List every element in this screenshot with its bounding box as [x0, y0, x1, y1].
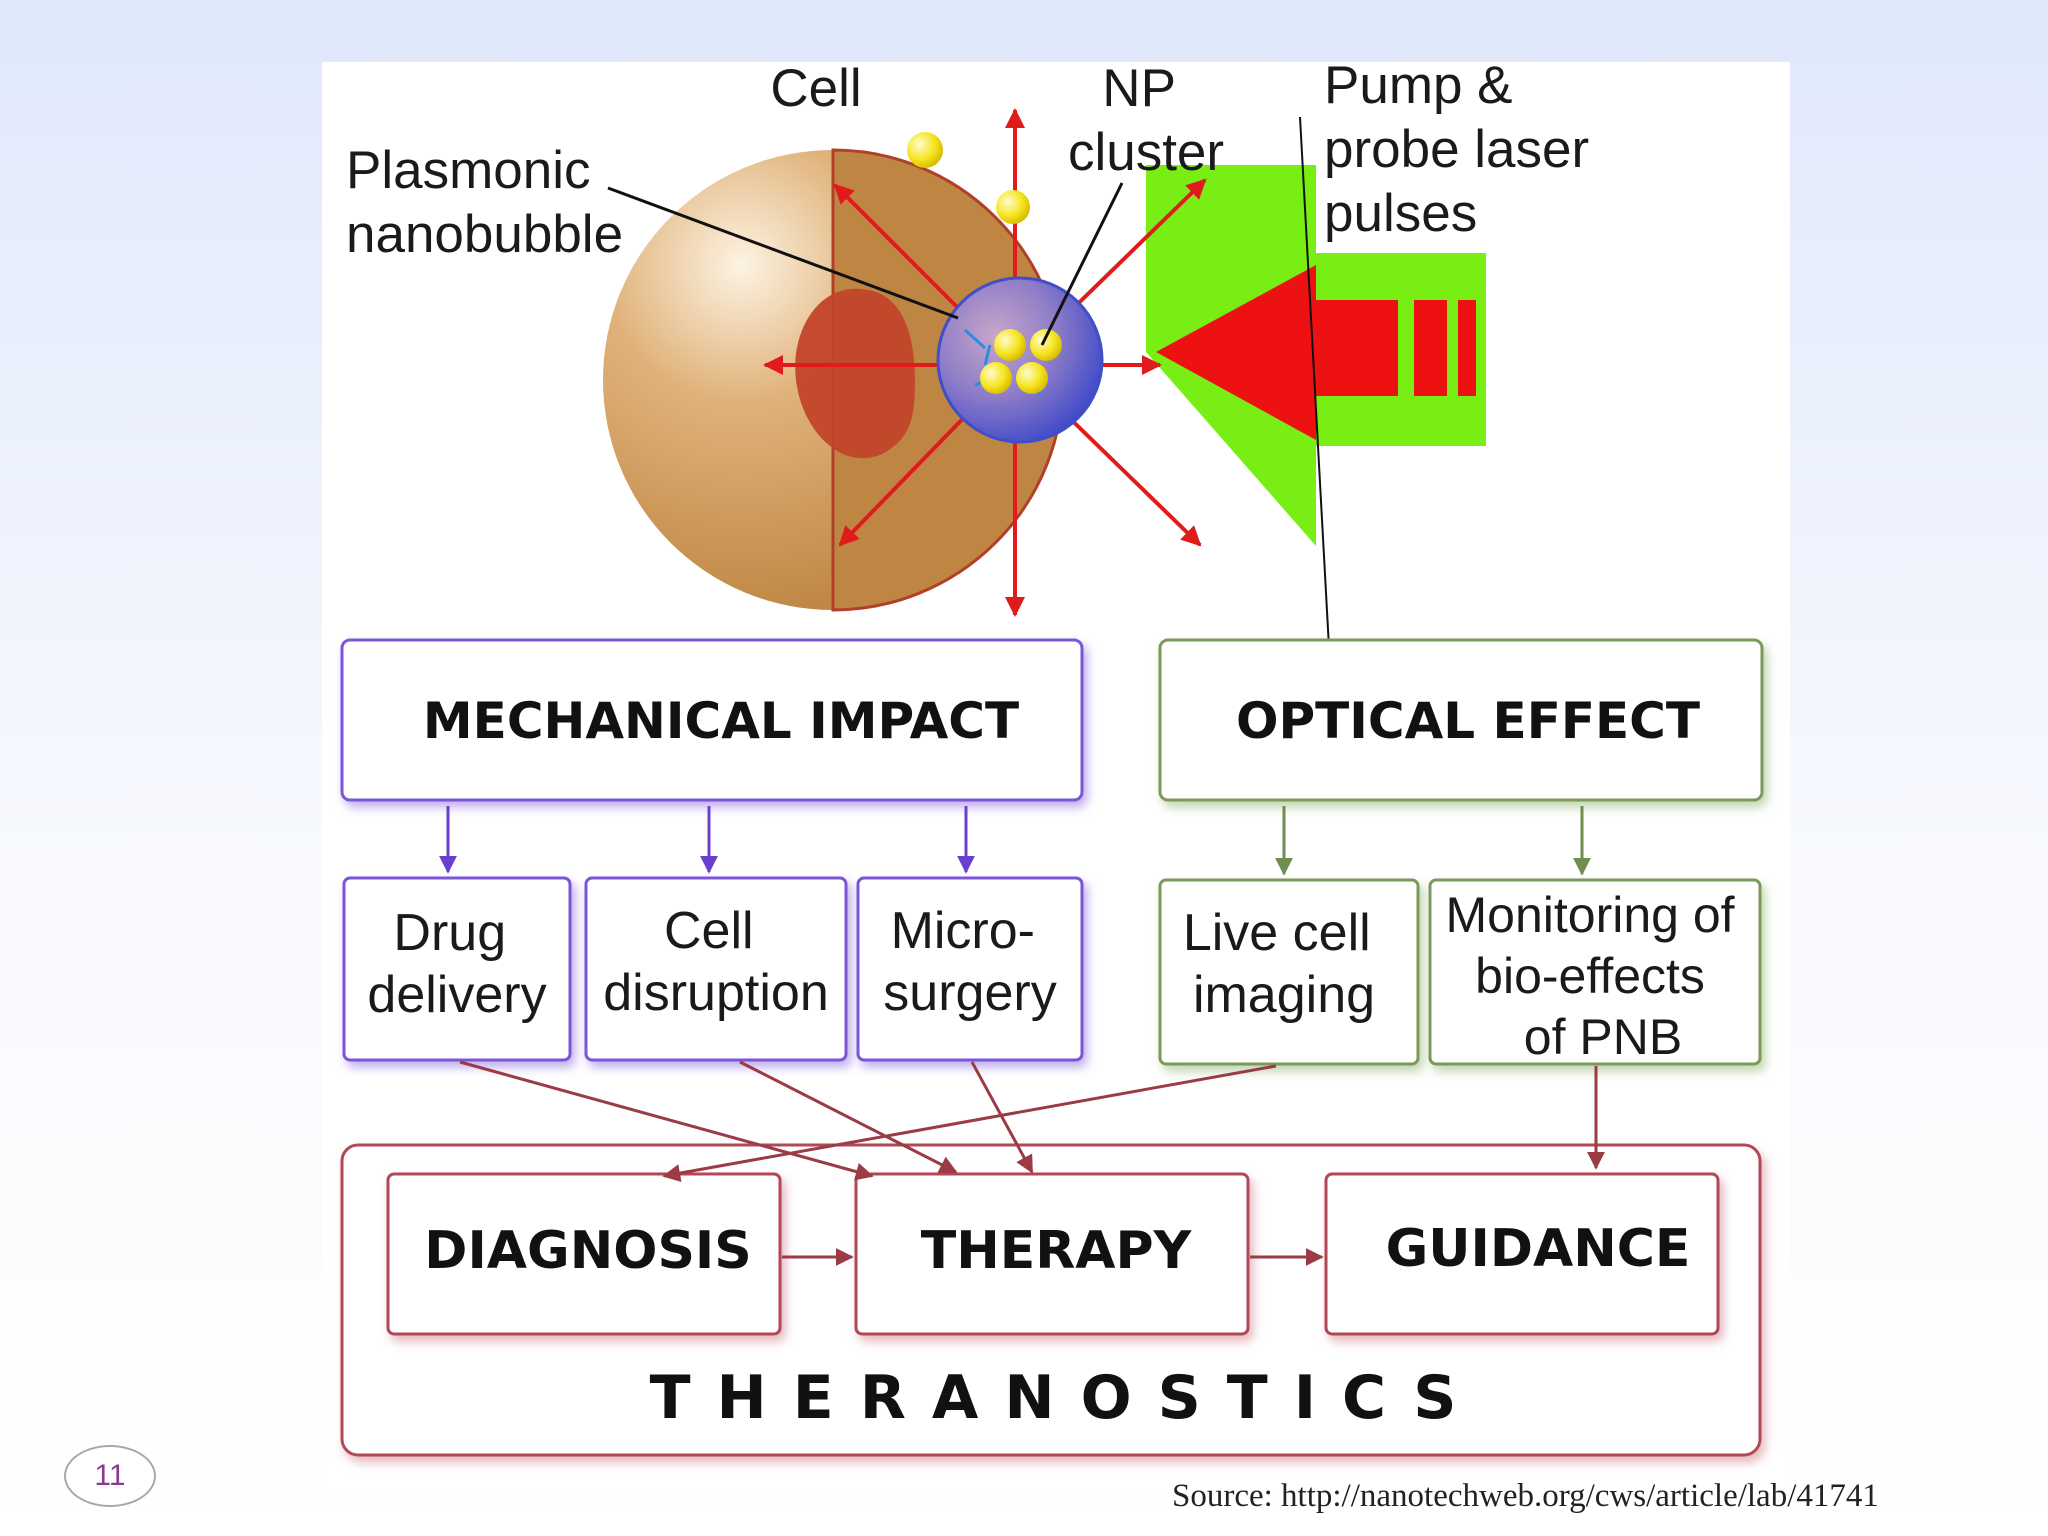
source-citation: Source: http://nanotechweb.org/cws/artic… [1172, 1478, 1879, 1514]
free-nanoparticle [996, 190, 1030, 224]
monitoring-label: Monitoring of bio-effects of PNB [1446, 887, 1749, 1065]
nanobubble-pointer [607, 186, 959, 320]
cell-disruption-line-1: Cell [664, 902, 754, 960]
nanobubble-label: Plasmonic nanobubble [346, 141, 623, 264]
theranostics-group: DIAGNOSIS THERAPY GUIDANCE THERANOSTICS [340, 1143, 1762, 1457]
red-laser-pulse-1 [1414, 300, 1447, 396]
nanobubble-line-1: Plasmonic [346, 141, 590, 200]
optical-effect-group: OPTICAL EFFECT Live cell imaging Monitor… [1158, 638, 1764, 1066]
therapy-label: THERAPY [921, 1221, 1193, 1281]
red-laser-beam [1316, 300, 1398, 396]
pump-probe-line-1: Pump & [1324, 56, 1513, 115]
micro-surgery-line-2: surgery [883, 964, 1056, 1022]
plasmonic-nanobubble [936, 276, 1104, 444]
monitoring-box [1428, 878, 1762, 1066]
optical-effect-box [1158, 638, 1764, 802]
therapy-box [854, 1172, 1250, 1336]
red-laser-arrow [1156, 265, 1316, 440]
guidance-box [1324, 1172, 1720, 1336]
np-cluster-line-1: NP [1102, 59, 1175, 118]
np-cluster-pointer [1040, 182, 1124, 346]
cell-disruption-line-2: disruption [603, 964, 828, 1022]
pump-probe-line-3: pulses [1324, 184, 1477, 243]
monitoring-line-1: Monitoring of [1446, 887, 1735, 943]
diagnosis-label: DIAGNOSIS [424, 1221, 751, 1281]
optical-effect-title: OPTICAL EFFECT [1236, 692, 1700, 750]
live-cell-imaging-box [1158, 878, 1420, 1066]
cell-label: Cell [770, 59, 861, 118]
cell-disruption-box [584, 876, 848, 1062]
free-nanoparticle [907, 132, 943, 168]
nanobubble-line-2: nanobubble [346, 205, 623, 264]
np-cluster-line-2: cluster [1068, 123, 1224, 182]
monitoring-line-2: bio-effects [1475, 948, 1705, 1004]
live-cell-imaging-line-1: Live cell [1183, 904, 1371, 962]
pump-probe-line-2: probe laser [1324, 120, 1589, 179]
drug-delivery-label: Drug delivery [367, 904, 546, 1024]
diagnosis-box [386, 1172, 782, 1336]
monitoring-line-3: of PNB [1524, 1009, 1682, 1065]
micro-surgery-label: Micro- surgery [883, 902, 1056, 1022]
drug-delivery-box [342, 876, 572, 1062]
theranostics-title: THERANOSTICS [650, 1363, 1483, 1433]
micro-surgery-box [856, 876, 1084, 1062]
laser-pointer [1299, 116, 1331, 667]
np-cluster-label: NP cluster [1068, 59, 1224, 182]
red-laser-pulse-2 [1458, 300, 1476, 396]
page-number: 11 [64, 1445, 156, 1507]
micro-surgery-line-1: Micro- [891, 902, 1035, 960]
cell-disruption-label: Cell disruption [603, 902, 828, 1022]
mechanical-impact-group: MECHANICAL IMPACT Drug delivery Cell dis… [340, 638, 1084, 1062]
mechanical-impact-title: MECHANICAL IMPACT [423, 692, 1019, 750]
drug-delivery-line-1: Drug [393, 904, 506, 962]
nucleus [795, 288, 915, 459]
np-cluster [980, 329, 1062, 394]
live-cell-imaging-label: Live cell imaging [1183, 904, 1385, 1024]
cell-illustration: Cell NP cluster Pump & probe laser pulse… [346, 56, 1604, 667]
cross-arrows [459, 1060, 1605, 1182]
mechanical-impact-box [340, 638, 1084, 802]
drug-delivery-line-2: delivery [367, 966, 546, 1024]
guidance-label: GUIDANCE [1386, 1219, 1691, 1279]
pump-probe-label: Pump & probe laser pulses [1324, 56, 1604, 243]
live-cell-imaging-line-2: imaging [1193, 966, 1375, 1024]
